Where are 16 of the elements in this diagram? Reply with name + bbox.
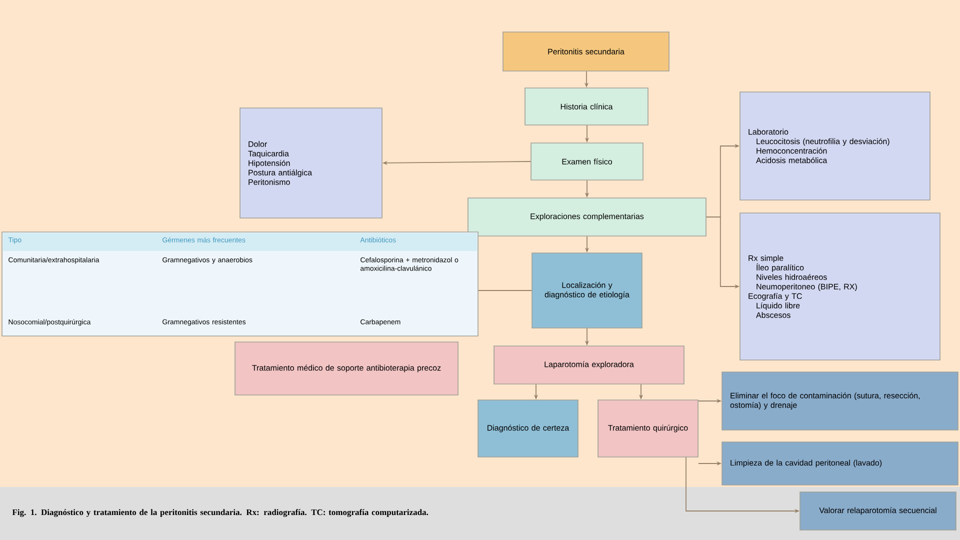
- list-box: Dolor Taquicardia Hipotensión Postura antiálgica Peritonismo: [240, 108, 382, 218]
- caption: Fig. 1. Diagnóstico y tratamiento de la peritonitis secundaria. Rx: radiografía. TC: tomografía computarizada.: [12, 509, 428, 517]
- process-box: Historia clínica: [524, 88, 648, 126]
- list-box: Laboratorio Leucocitosis (neutrofilia y desviación) Hemoconcentración Acidosis metabólica: [740, 92, 930, 200]
- process-box: Examen físico: [530, 142, 644, 180]
- step-box: Eliminar el foco de contaminación (sutura, resección, ostomía) y drenaje: [722, 372, 958, 430]
- process-box: Exploraciones complementarias: [468, 198, 706, 236]
- process-box: Localización y diagnóstico de etiología: [532, 252, 642, 328]
- step-box: Valorar relaparotomía secuencial: [800, 492, 956, 530]
- list-box: Rx simple Íleo paralítico Niveles hidroaéreos Neumoperitoneo (BIPE, RX) Ecografía y TC Líquido libre Abscesos: [740, 212, 940, 360]
- treatment-box: Tratamiento médico de soporte antibioterapia precoz: [234, 342, 458, 396]
- step-box: Limpieza de la cavidad peritoneal (lavado): [722, 442, 958, 486]
- process-box: Tratamiento quirúrgico: [598, 400, 698, 458]
- process-box: Diagnóstico de certeza: [478, 400, 578, 458]
- process-box: Laparotomía exploradora: [494, 346, 684, 384]
- title-box: Peritonitis secundaria: [502, 32, 670, 72]
